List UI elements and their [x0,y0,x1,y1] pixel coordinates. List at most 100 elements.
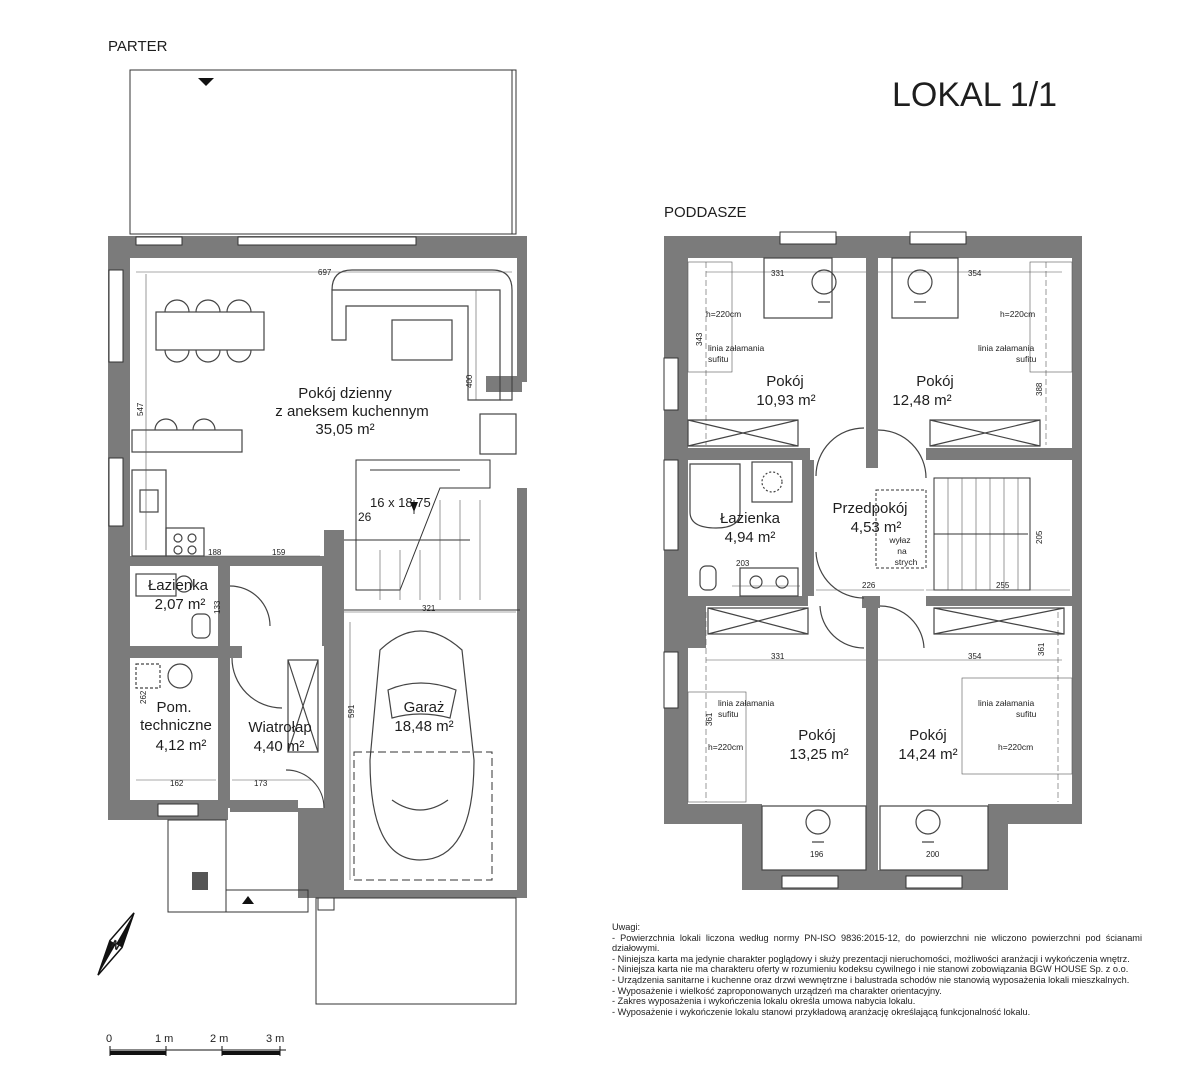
entry-arrow-icon [242,896,254,904]
wall-interior [322,556,330,646]
tech-room-area: 4,12 m² [156,737,207,754]
attic-exit-hatch [875,489,927,569]
wardrobe [707,607,809,635]
dim-label: 388 [1035,382,1044,396]
dim-label: 547 [136,402,145,416]
note-line: - Wyposażenie i wielkość zaproponowanych… [612,985,942,996]
dim-label: 173 [254,779,268,788]
window [779,231,837,245]
window [108,457,124,527]
scale-tick-2: 2 m [210,1033,228,1045]
fold-line-label: sufitu [708,354,729,364]
wall-interior [688,596,706,648]
fold-line-label: sufitu [1016,354,1037,364]
wiatrolap-area: 4,40 m² [254,738,305,755]
door-swing [815,427,865,477]
hall-area: 4,53 m² [851,519,902,536]
fold-line-label: linia załamania [708,343,764,353]
wall-south [988,804,1080,824]
wiatrolap-name: Wiatrołap [248,719,311,736]
staircase [344,459,520,611]
fridge [479,413,517,455]
mailbox [192,872,208,890]
door-swing [877,429,927,479]
wall-dormer [988,804,1008,890]
kitchen-counter [131,418,243,557]
wall-north [108,236,522,258]
window [135,236,183,246]
attic-exit-label: strych [895,557,918,567]
room1-area: 10,93 m² [756,392,815,409]
room2-name: Pokój [916,373,954,390]
attic-exit-label: wyłaz [888,535,910,545]
dim-label: 331 [771,269,785,278]
car-icon [369,630,475,861]
window [157,803,199,817]
room3-area: 13,25 m² [789,746,848,763]
note-line: - Urządzenia sanitarne i kuchenne oraz d… [612,974,1130,985]
wall-west [108,236,130,820]
dim-label: 591 [347,704,356,718]
wall-interior [926,448,1072,460]
wall-east [1072,236,1082,824]
parter-plan: 697 547 400 159 188 133 321 591 262 162 … [108,69,527,1005]
desk-chair-icon [879,805,989,871]
north-arrow-icon: N [97,912,135,976]
staircase [933,477,1031,591]
window [781,875,839,889]
window [237,236,417,246]
parking-bay [353,751,493,881]
dim-label: 226 [862,581,876,590]
scale-bar: 0 1 m 2 m 3 m [106,1033,286,1056]
dim-label: 188 [208,548,222,557]
dim-label: 196 [810,850,824,859]
dim-label: 354 [968,652,982,661]
dim-label: 203 [736,559,750,568]
tech-room-name-2: techniczne [140,717,212,734]
terrace-outline [129,69,517,235]
window [663,357,679,411]
bathtub [689,463,741,529]
wall-interior [130,646,242,658]
desk-chair-icon [761,805,867,871]
wall-interior [688,448,810,460]
wall-garage-south [324,890,524,898]
dim-label: 205 [1035,530,1044,544]
room4-area: 14,24 m² [898,746,957,763]
living-room-name-1: Pokój dzienny [298,385,392,402]
door-swing [815,551,865,599]
living-room-name-2: z aneksem kuchennym [275,403,428,420]
dining-set [155,299,265,363]
wall-interior [862,596,880,608]
wall-interior [218,566,230,656]
attic-exit-label: na [897,546,907,556]
window [663,651,679,709]
desk-chair-icon [891,257,959,319]
wall-north [664,236,1080,258]
note-line: - Niniejsza karta ma jedynie charakter p… [612,953,1130,964]
wall-interior [866,606,878,874]
sofa [331,269,513,401]
dim-label: 262 [139,690,148,704]
window [663,459,679,551]
window [905,875,963,889]
hall-name: Przedpokój [832,500,907,517]
garage-name: Garaż [404,699,445,716]
room4-name: Pokój [909,727,947,744]
wall-interior [230,800,298,812]
sheet-title: LOKAL 1/1 [892,76,1057,114]
note-line: - Zakres wyposażenia i wykończenia lokal… [612,996,916,1007]
wall-east-upper [517,236,527,382]
wall-garage-west [298,808,324,898]
dim-label: 354 [968,269,982,278]
attic-bath-area: 4,94 m² [725,529,776,546]
driveway [315,897,517,1005]
wardrobe [687,419,799,447]
shower-tray [751,461,793,503]
ceiling-height-label: h=220cm [998,742,1033,752]
wardrobe [287,659,319,753]
wall-interior [802,460,814,596]
parter-bath-area: 2,07 m² [155,596,206,613]
wall-interior [130,556,330,566]
